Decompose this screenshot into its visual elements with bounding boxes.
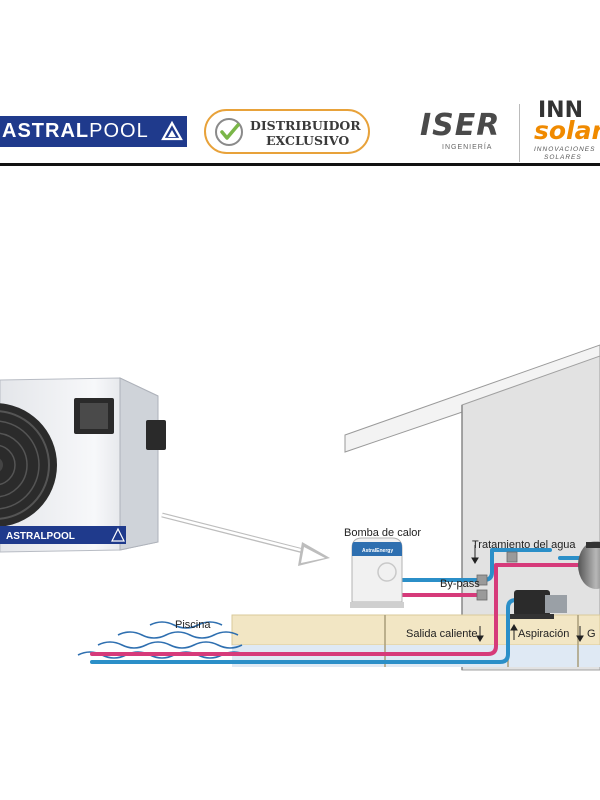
filter-tank-image: [578, 541, 600, 589]
header-logos: ASTRALPOOL DISTRIBUIDOR EXCLUSIVO ISER I…: [0, 0, 600, 170]
cold-pipe: [90, 598, 522, 664]
innsolar-subtitle-1: INNOVACIONES: [534, 146, 596, 153]
label-hot-outlet: Salida caliente: [406, 628, 478, 640]
hot-pipe: [90, 563, 592, 656]
pipe-network: [90, 548, 592, 664]
iser-subtitle: INGENIERÍA: [442, 144, 493, 151]
unit-brand-plate: [0, 526, 126, 544]
circulation-pump-image: [510, 590, 567, 619]
distributor-badge: DISTRIBUIDOR EXCLUSIVO: [204, 109, 370, 154]
astralpool-logo-bold: ASTRAL: [2, 120, 90, 142]
label-bypass: By-pass: [440, 578, 480, 590]
innsolar-logo-top: INN: [538, 98, 584, 123]
installation-diagram: ASTRALPOOL Astra: [0, 344, 600, 671]
distributor-line-2: EXCLUSIVO: [266, 133, 350, 148]
fan-icon: [0, 403, 57, 527]
flow-arrows: [471, 545, 584, 642]
distributor-line-1: DISTRIBUIDOR: [250, 118, 361, 133]
label-water-treatment: Tratamiento del agua: [472, 539, 576, 551]
innsolar-subtitle-2: SOLARES: [544, 154, 582, 161]
unit-brand-text: ASTRALPOOL: [6, 531, 75, 542]
label-heat-pump: Bomba de calor: [344, 527, 421, 539]
astralpool-logo-light: POOL: [89, 120, 149, 142]
heat-pump-unit-image: ASTRALPOOL: [0, 377, 166, 553]
iser-logo: ISER INGENIERÍA: [420, 108, 510, 158]
ground-slab: [231, 614, 600, 667]
astralpool-logo: ASTRALPOOL: [0, 116, 187, 147]
label-cut-off: G: [587, 628, 596, 640]
logo-divider: [519, 104, 520, 162]
label-suction: Aspiración: [518, 628, 569, 640]
valve-icons: [476, 551, 518, 601]
arrow-icon: [161, 512, 330, 566]
astralpool-triangle-icon: [161, 120, 183, 142]
small-unit-label: AstralEnergy: [362, 548, 393, 554]
check-circle-icon: [215, 118, 243, 146]
iser-logo-text: ISER: [420, 108, 501, 143]
small-heat-pump-image: AstralEnergy: [350, 537, 404, 608]
innsolar-logo-bottom: solar: [534, 116, 600, 145]
label-pool: Piscina: [175, 619, 211, 631]
innsolar-logo: INN solar INNOVACIONES SOLARES: [528, 98, 600, 168]
header-rule: [0, 163, 600, 166]
